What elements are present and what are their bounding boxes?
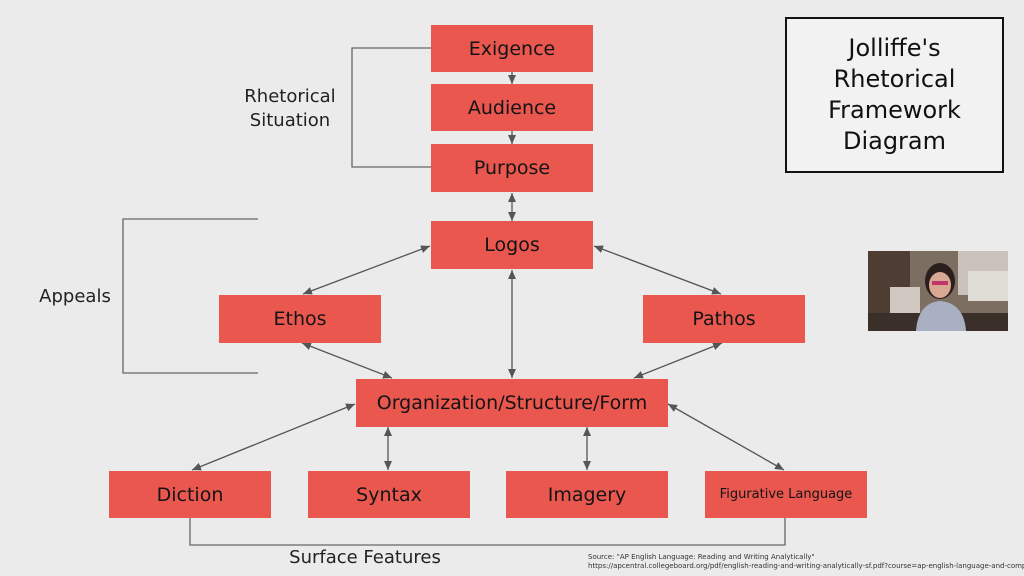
label-appeals: Appeals [39,286,111,307]
appeals-bracket [122,218,258,374]
label-surface-features: Surface Features [289,547,441,568]
node-diction: Diction [109,471,271,518]
presenter-video-image [868,251,1008,331]
node-purpose: Purpose [431,144,593,192]
node-exigence: Exigence [431,25,593,72]
source-citation: Source: "AP English Language: Reading an… [588,553,1024,571]
surface-features-bracket [189,518,786,546]
node-pathos: Pathos [643,295,805,343]
node-imagery: Imagery [506,471,668,518]
source-line-2: https://apcentral.collegeboard.org/pdf/e… [588,562,1024,570]
node-logos: Logos [431,221,593,269]
diagram-title: Jolliffe's Rhetorical Framework Diagram [828,34,961,155]
arrow-organization-diction [191,403,356,471]
arrow-ethos-organization [301,342,393,379]
arrow-organization-figurative [667,403,785,471]
node-organization: Organization/Structure/Form [356,379,668,427]
node-figurative-language: Figurative Language [705,471,867,518]
node-audience: Audience [431,84,593,131]
source-line-1: Source: "AP English Language: Reading an… [588,553,815,561]
arrow-logos-pathos [593,245,722,295]
node-syntax: Syntax [308,471,470,518]
arrow-logos-ethos [302,245,431,295]
arrow-pathos-organization [633,342,723,379]
node-ethos: Ethos [219,295,381,343]
title-box: Jolliffe's Rhetorical Framework Diagram [785,17,1004,173]
label-rhetorical-situation: Rhetorical Situation [244,86,336,131]
webcam-thumbnail [868,251,1008,331]
rhetorical-situation-bracket [351,47,431,168]
